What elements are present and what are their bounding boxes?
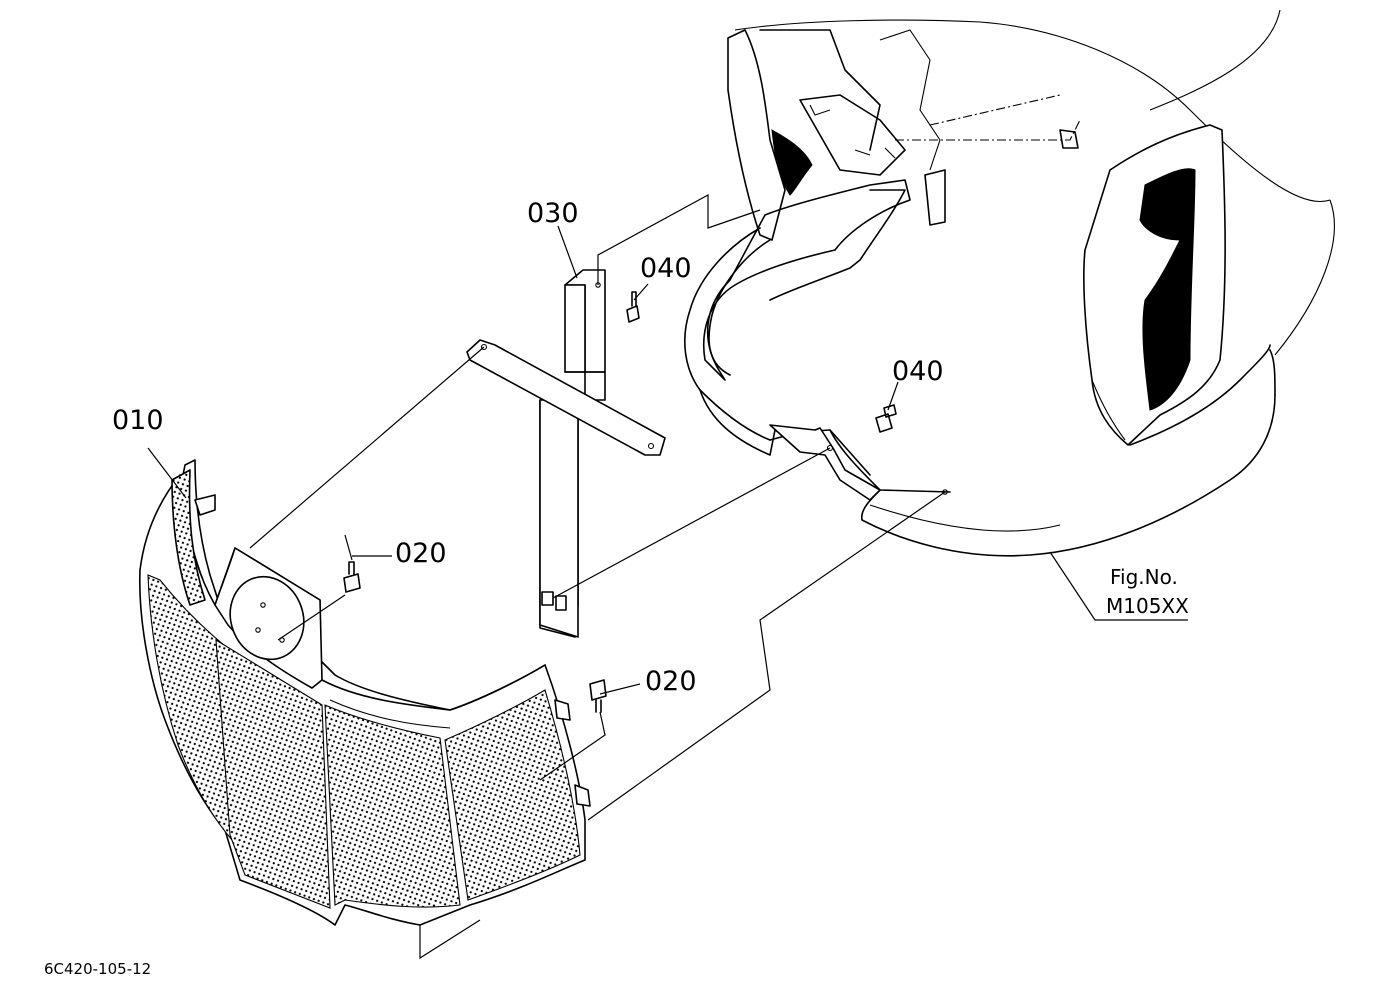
callout-040-upper: 040 bbox=[640, 253, 692, 284]
bolt-020-upper bbox=[343, 561, 361, 593]
assembly-lines bbox=[249, 193, 946, 960]
bolt-040-upper bbox=[626, 291, 640, 323]
callout-020-upper: 020 bbox=[395, 538, 447, 569]
callout-010: 010 bbox=[112, 405, 164, 436]
bolt-040-lower bbox=[875, 404, 897, 433]
figure-ref-label: Fig.No. bbox=[1110, 565, 1178, 589]
callout-030: 030 bbox=[527, 198, 579, 229]
front-grille-010 bbox=[138, 459, 591, 926]
bonnet-assembly bbox=[684, 9, 1335, 557]
leader-lines bbox=[147, 225, 1188, 695]
drawing-code: 6C420-105-12 bbox=[44, 960, 151, 978]
bolt-020-lower bbox=[589, 679, 607, 713]
callout-040-lower: 040 bbox=[892, 356, 944, 387]
figure-ref-number: M105XX bbox=[1106, 594, 1189, 618]
callout-020-lower: 020 bbox=[645, 666, 697, 697]
stay-030 bbox=[466, 269, 666, 638]
